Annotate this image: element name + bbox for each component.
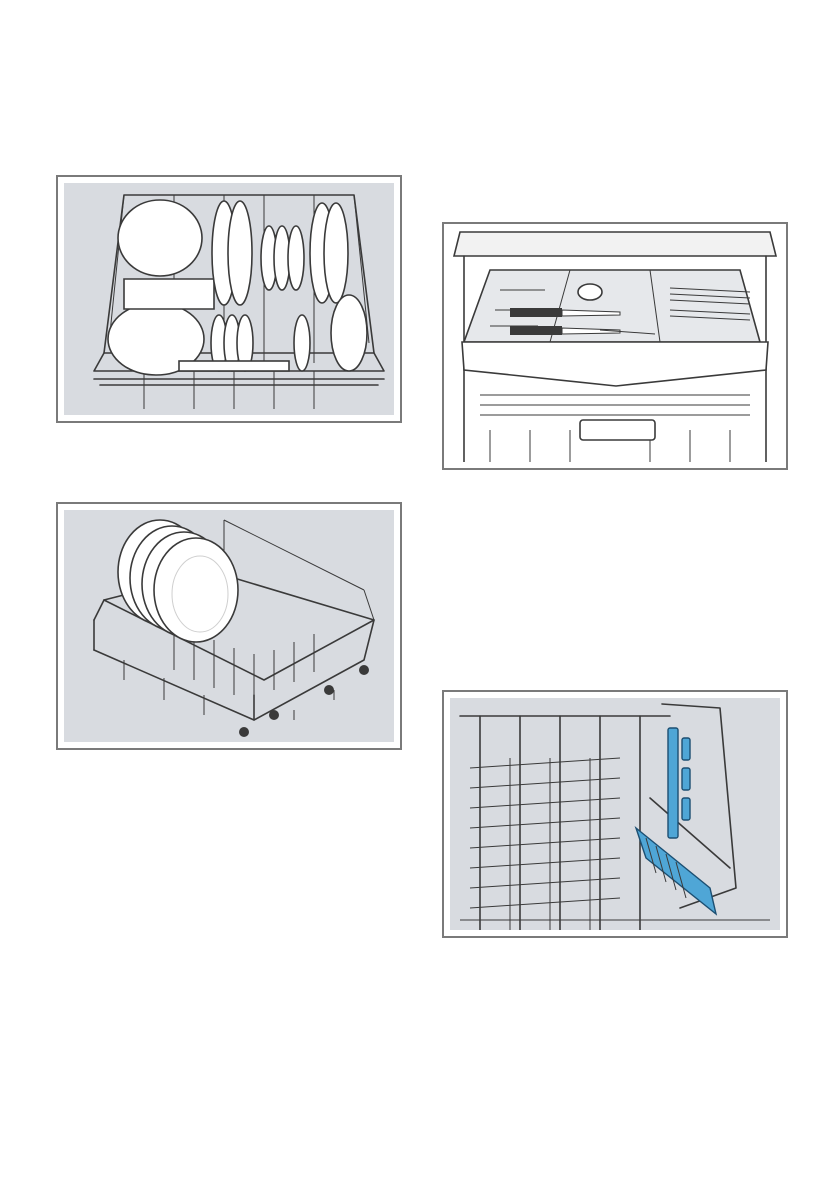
illustration-rack-fold-down-tines [450, 698, 780, 930]
illustration-upper-basket-loaded [64, 183, 394, 415]
rack-detail-drawing [450, 698, 780, 930]
figure-lower-basket [56, 502, 402, 750]
lower-basket-drawing [64, 510, 394, 742]
figure-upper-basket [56, 175, 402, 423]
upper-basket-drawing [64, 183, 394, 415]
figure-cutlery-drawer [442, 222, 788, 470]
illustration-lower-basket-loaded [64, 510, 394, 742]
illustration-cutlery-drawer [450, 230, 780, 462]
cutlery-drawer-drawing [450, 230, 780, 462]
figure-rack-folding-tines [442, 690, 788, 938]
